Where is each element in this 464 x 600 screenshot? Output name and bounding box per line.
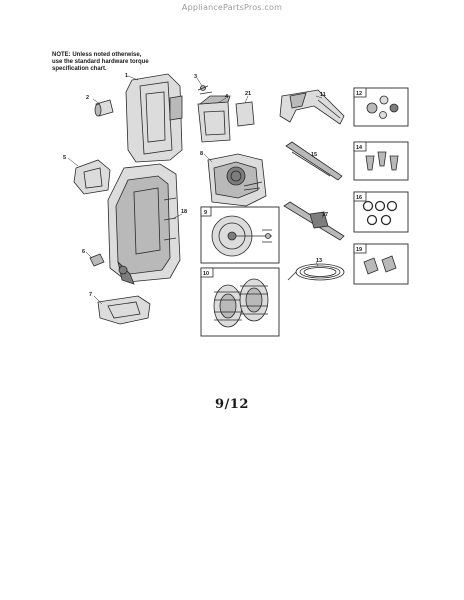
part-1-handle-housing[interactable] [125,73,183,163]
callout-2: 2 [86,95,89,101]
part-3-fitting[interactable] [196,77,213,95]
part-4-detergent-tank[interactable] [197,95,231,143]
callout-12: 12 [356,91,362,97]
callout-19: 19 [356,247,362,253]
callout-9: 9 [204,210,207,216]
callout-5: 5 [63,155,66,161]
callout-1: 1 [125,73,128,79]
part-21-manual[interactable] [235,95,255,127]
callout-10: 10 [203,271,209,277]
torque-note: NOTE: Unless noted otherwise, use the st… [52,52,149,73]
part-15-wand[interactable] [285,141,343,181]
part-18-main-body[interactable] [107,163,183,285]
part-17-lance[interactable] [283,201,345,241]
callout-21: 21 [245,91,251,97]
part-7-bracket[interactable] [93,295,151,325]
note-line-3: specification chart. [52,66,107,72]
part-8-motor-pump[interactable] [203,153,267,207]
callout-7: 7 [89,292,92,298]
callout-3: 3 [194,74,197,80]
part-11-spray-gun[interactable] [279,89,345,125]
callout-14: 14 [356,145,363,151]
part-2-connector[interactable] [92,98,114,117]
callout-15: 15 [311,152,317,158]
part-6-quick-coupler[interactable] [85,251,105,267]
watermark: AppliancePartsPros.com [181,3,283,12]
part-5-front-cover[interactable] [67,157,111,195]
callout-13: 13 [316,258,322,264]
callout-11: 11 [320,92,326,98]
callout-4: 4 [225,94,229,100]
part-13-hose[interactable] [287,261,345,281]
note-line-1: NOTE: Unless noted otherwise, [52,52,142,58]
callout-8: 8 [200,151,203,157]
part-9-hose-reel[interactable] [200,206,280,264]
part-10-wheels[interactable] [200,267,280,337]
callout-18: 18 [181,209,187,215]
note-line-2: use the standard hardware torque [52,59,149,65]
part-12-nozzle-set[interactable] [353,87,409,127]
page-number: 9/12 [215,397,249,412]
callout-6: 6 [82,249,85,255]
callout-16: 16 [356,195,362,201]
callout-17: 17 [322,212,328,218]
